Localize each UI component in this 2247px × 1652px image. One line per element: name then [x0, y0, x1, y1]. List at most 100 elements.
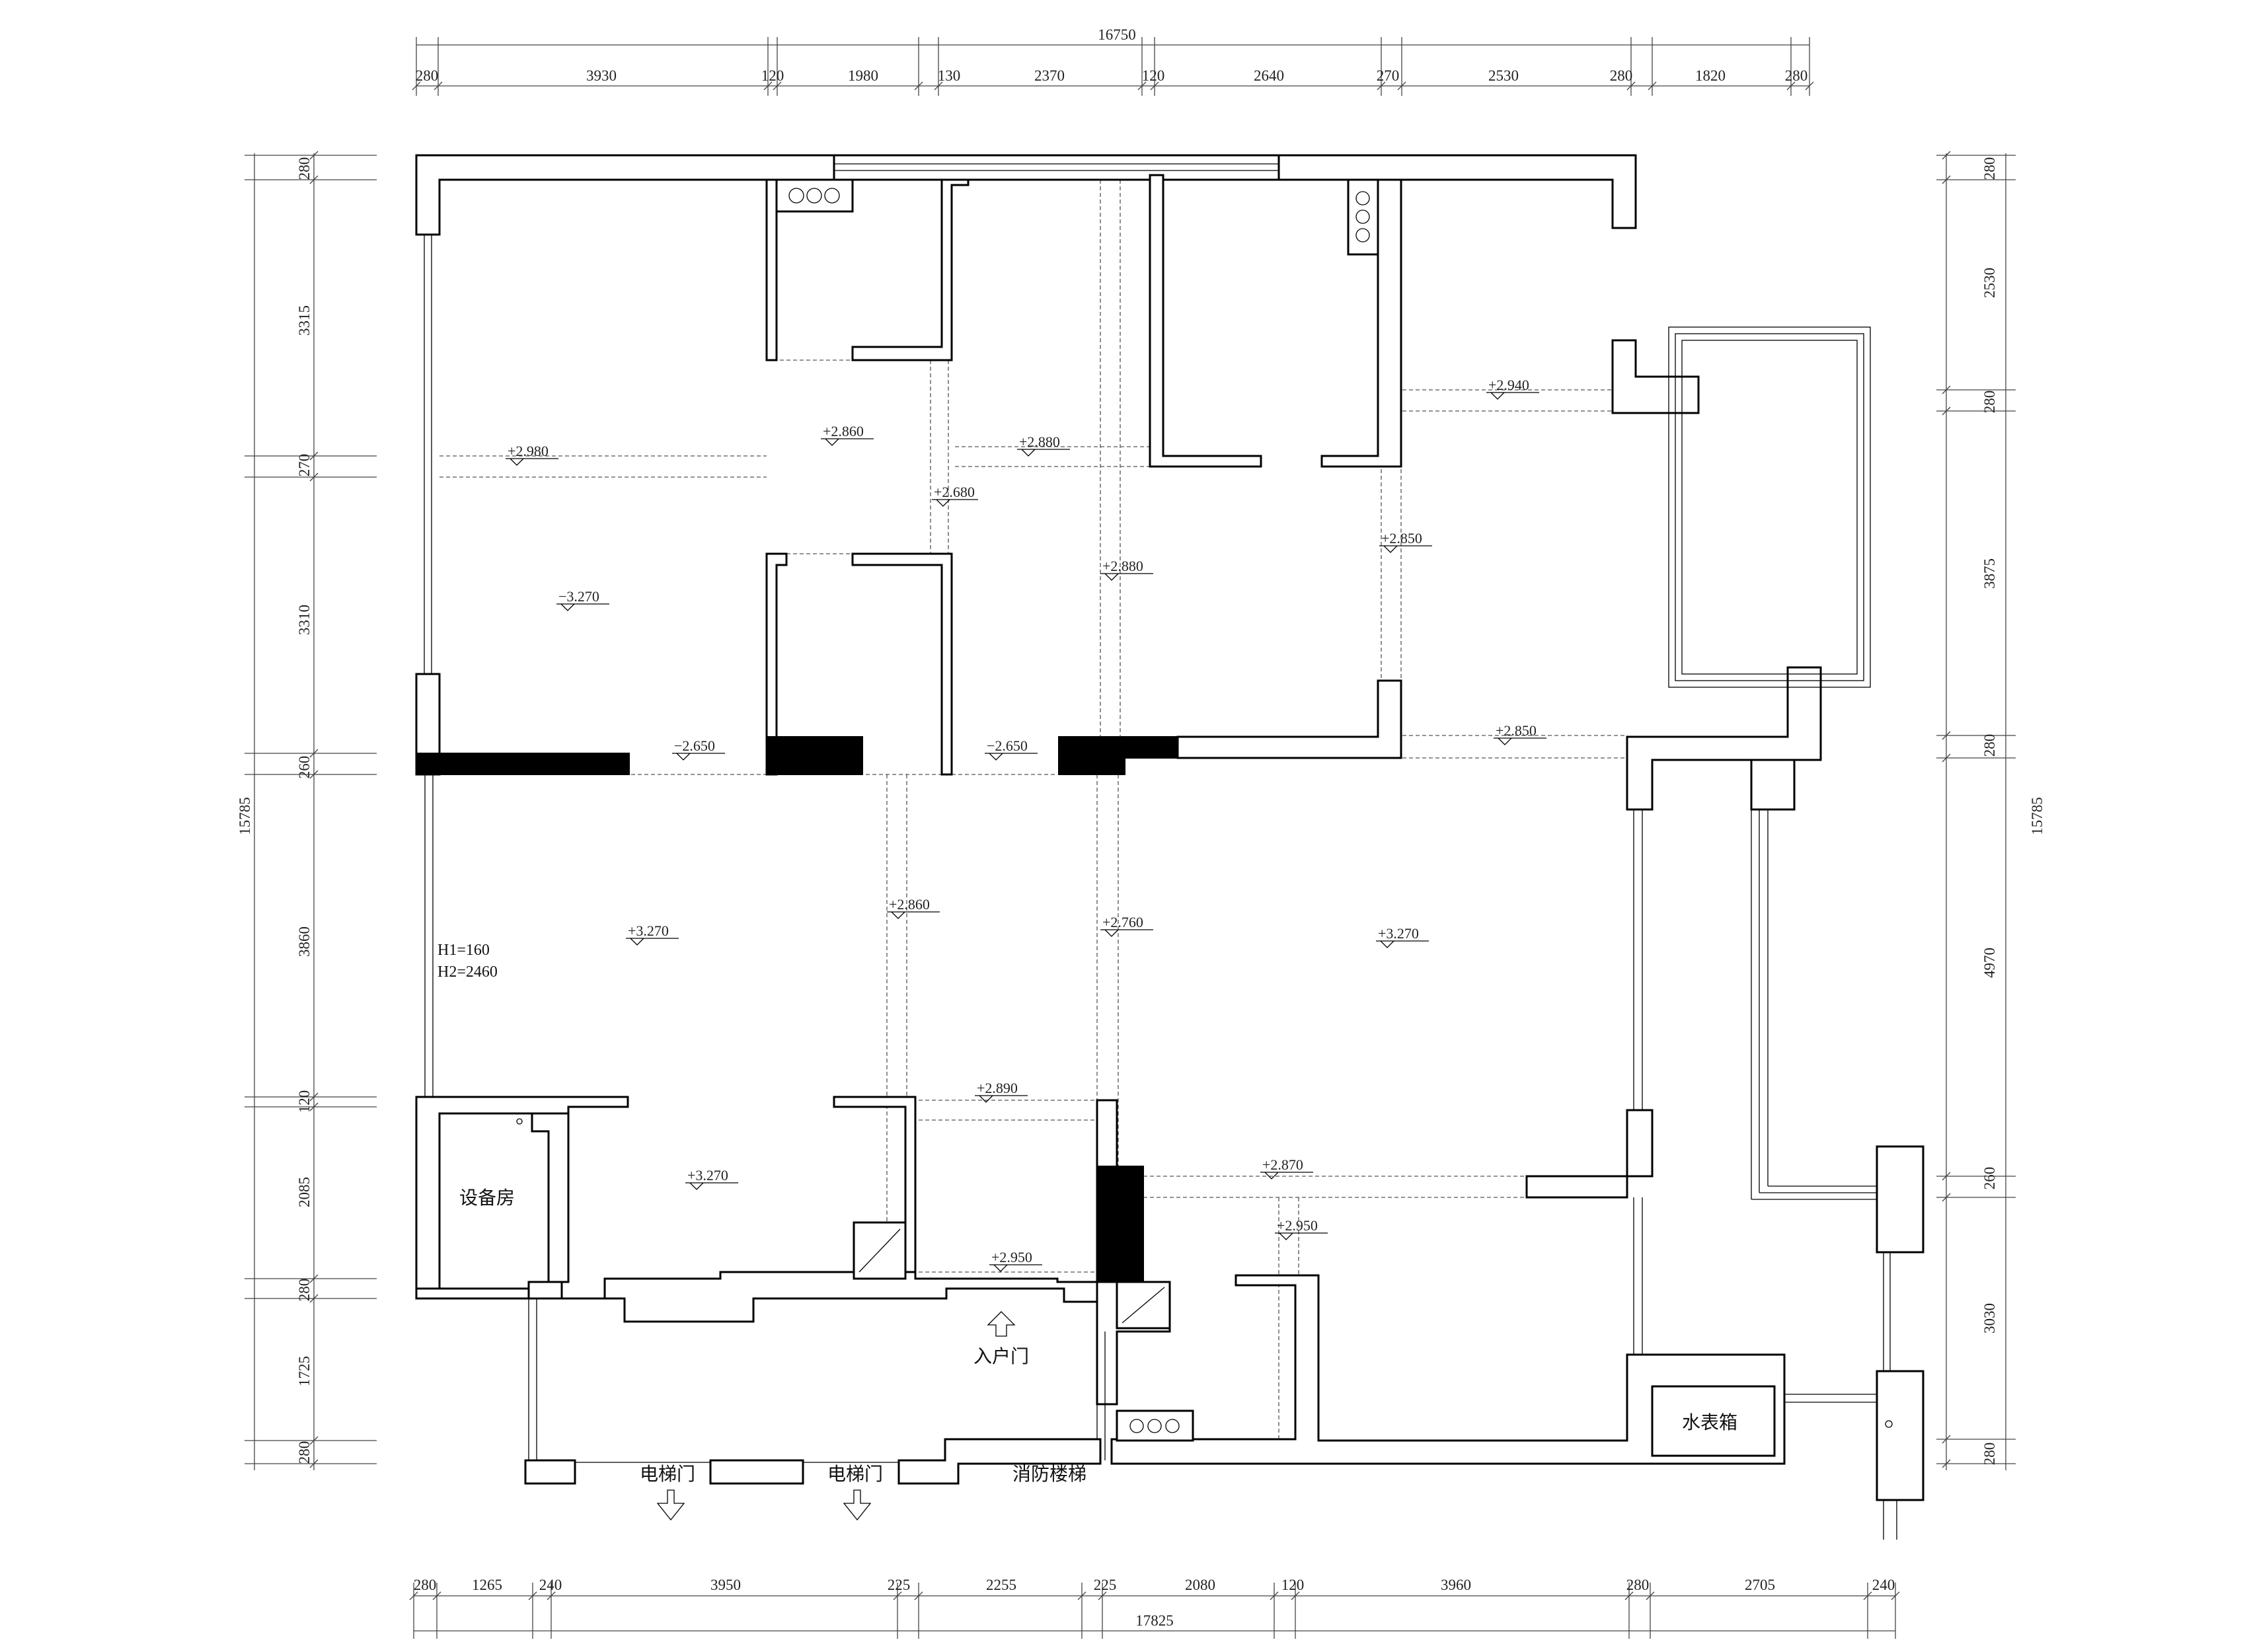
dimension-tick [1098, 1591, 1107, 1600]
dimension-tick [309, 1294, 319, 1303]
dim-top-12: 280 [1785, 67, 1808, 84]
dimension-tick [1397, 81, 1406, 91]
dim-left-8: 280 [296, 1279, 313, 1302]
solid-wall-3 [1058, 736, 1125, 775]
dim-top-7: 2640 [1254, 67, 1284, 84]
dimension-tick [309, 451, 319, 461]
dim-top-total: 16750 [1098, 26, 1136, 43]
dim-top-8: 270 [1377, 67, 1400, 84]
dimension-lines [245, 37, 2016, 1639]
dim-bottom-3: 3950 [710, 1577, 741, 1593]
dimension-tick [763, 81, 773, 91]
dim-top-5: 2370 [1034, 67, 1065, 84]
dimension-tick [434, 81, 443, 91]
dimension-tick [309, 1092, 319, 1102]
dim-bottom-1: 1265 [472, 1577, 502, 1593]
dimension-tick [1377, 81, 1386, 91]
level-label: +2.880 [1102, 558, 1143, 574]
walls [415, 154, 1924, 1540]
dim-top-3: 1980 [848, 67, 878, 84]
dimension-tick [1942, 1193, 1951, 1202]
stove-bottom [1116, 1409, 1194, 1442]
dim-bottom-7: 2080 [1185, 1577, 1215, 1593]
dimension-tick [309, 151, 319, 160]
dim-bottom-4: 225 [888, 1577, 911, 1593]
level-label: −2.650 [987, 737, 1028, 754]
dimension-tick [1805, 81, 1814, 91]
dim-right-7: 3030 [1981, 1303, 1998, 1333]
dimension-tick [309, 1102, 319, 1111]
stove-top-left [775, 178, 854, 213]
dim-right-1: 2530 [1981, 268, 1998, 298]
dim-right-0: 280 [1981, 157, 1998, 180]
arrows [656, 1311, 1016, 1521]
elevator-down-arrow-icon [656, 1489, 685, 1521]
solid-wall-2 [766, 736, 863, 775]
dimension-tick [1646, 1591, 1655, 1600]
dim-right-total: 15785 [2029, 797, 2045, 835]
dim-top-6: 120 [1142, 67, 1165, 84]
dimension-tick [773, 81, 782, 91]
dimension-tick [432, 1591, 441, 1600]
dimension-tick [1270, 1591, 1279, 1600]
dimension-tick [309, 175, 319, 184]
elevator-down-arrow-icon [843, 1489, 872, 1521]
elevator-door-label-2: 电梯门 [827, 1463, 883, 1485]
dimension-tick [309, 1274, 319, 1283]
dim-top-11: 1820 [1695, 67, 1726, 84]
level-label: +2.860 [889, 896, 930, 913]
dim-top-0: 280 [416, 67, 439, 84]
level-label: +2.940 [1488, 377, 1529, 393]
level-label: +2.980 [508, 443, 549, 459]
dim-left-4: 260 [296, 756, 313, 779]
dimension-tick [914, 81, 923, 91]
dim-bottom-12: 240 [1872, 1577, 1895, 1593]
dimension-tick [309, 1459, 319, 1468]
dim-left-10: 280 [296, 1441, 313, 1464]
dimension-tick [1624, 1591, 1634, 1600]
dim-left-total: 15785 [237, 797, 253, 835]
entrance-door-label: 入户门 [973, 1345, 1029, 1367]
dim-top-1: 3930 [586, 67, 617, 84]
level-label: +3.270 [628, 922, 669, 939]
dim-left-9: 1725 [296, 1356, 313, 1386]
dim-bottom-total: 17825 [1135, 1612, 1174, 1629]
level-label: +2.890 [977, 1080, 1018, 1096]
dimension-tick [1648, 81, 1657, 91]
dimension-tick [1942, 385, 1951, 394]
dim-left-7: 2085 [296, 1177, 313, 1207]
level-label: +2.950 [991, 1249, 1032, 1265]
dim-left-2: 270 [296, 454, 313, 477]
dimension-tick [1137, 81, 1147, 91]
dim-right-6: 260 [1981, 1167, 1998, 1190]
dim-right-3: 3875 [1981, 558, 1998, 589]
fixtures [516, 178, 1379, 1442]
dim-left-1: 3315 [296, 305, 313, 336]
shaft-1 [853, 1221, 907, 1280]
fire-stairs-label: 消防楼梯 [1012, 1463, 1086, 1485]
dimension-tick [547, 1591, 556, 1600]
level-label: +2.680 [934, 484, 975, 500]
dim-bottom-5: 2255 [986, 1577, 1016, 1593]
dim-top-2: 120 [761, 67, 784, 84]
level-label: −3.270 [558, 588, 599, 605]
level-label: +2.760 [1102, 914, 1143, 930]
dimension-tick [1942, 731, 1951, 740]
dimension-tick [1942, 406, 1951, 416]
dimension-tick [1942, 151, 1951, 160]
dimension-tick [1786, 81, 1796, 91]
level-label: +3.270 [1378, 925, 1419, 942]
dim-left-3: 3310 [296, 605, 313, 635]
stove-top-right [1347, 178, 1379, 256]
level-label: +2.850 [1381, 530, 1422, 546]
dimension-tick [412, 81, 421, 91]
dimension-tick [1291, 1591, 1300, 1600]
solid-wall-1 [416, 753, 630, 775]
water-meter-box [1651, 1385, 1776, 1457]
entrance-arrow-icon [987, 1311, 1016, 1337]
dimension-tick [1863, 1591, 1872, 1600]
dim-top-9: 2530 [1488, 67, 1519, 84]
dimension-tick [309, 472, 319, 482]
dimension-tick [409, 1591, 418, 1600]
